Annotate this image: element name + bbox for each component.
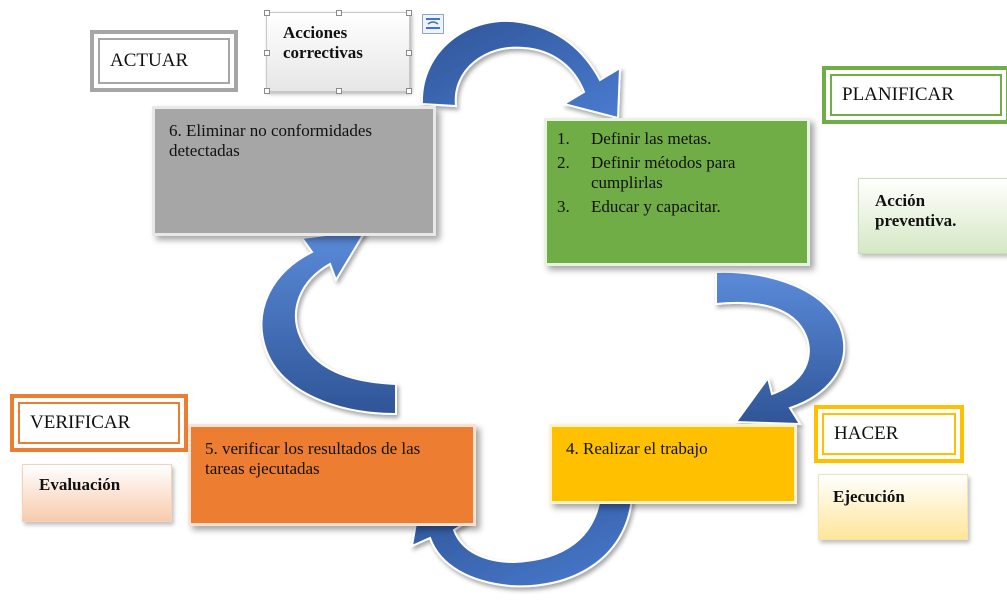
action-box-verificar-text: Evaluación <box>39 475 121 494</box>
arrow-verificar-to-actuar <box>260 228 397 416</box>
step-box-hacer: 4. Realizar el trabajo <box>549 424 797 504</box>
step-box-verificar: 5. verificar los resultados de las tarea… <box>188 424 476 526</box>
selection-handle[interactable] <box>264 50 270 56</box>
selection-handle[interactable] <box>406 10 412 16</box>
phase-label-verificar-text: VERIFICAR <box>30 412 131 433</box>
action-box-hacer-text: Ejecución <box>833 487 905 506</box>
selection-handle[interactable] <box>336 88 342 94</box>
arrow-actuar-to-planificar <box>420 19 622 120</box>
selection-handle[interactable] <box>264 10 270 16</box>
step-box-planificar: 1.Definir las metas. 2.Definir métodos p… <box>544 118 810 266</box>
action-box-hacer: Ejecución <box>818 474 968 540</box>
action-box-actuar-text: Acciones correctivas <box>283 23 363 62</box>
selection-handle[interactable] <box>406 88 412 94</box>
phase-label-actuar: ACTUAR <box>90 30 238 92</box>
list-item: 2.Definir métodos para cumplirlas <box>557 153 736 192</box>
selection-handle[interactable] <box>336 10 342 16</box>
list-item: 1.Definir las metas. <box>557 129 712 148</box>
phase-label-planificar-text: PLANIFICAR <box>842 84 954 105</box>
step-actuar-text: 6. Eliminar no conformidades detectadas <box>169 121 373 160</box>
phase-label-actuar-text: ACTUAR <box>110 50 189 71</box>
phase-label-hacer: HACER <box>814 405 964 463</box>
layout-options-icon[interactable] <box>422 14 444 34</box>
arrow-planificar-to-hacer <box>715 270 846 426</box>
action-box-verificar: Evaluación <box>22 464 172 522</box>
selection-handle[interactable] <box>264 88 270 94</box>
step-hacer-text: 4. Realizar el trabajo <box>566 439 708 458</box>
action-box-actuar[interactable]: Acciones correctivas <box>264 10 412 94</box>
phase-label-verificar: VERIFICAR <box>10 394 188 452</box>
action-box-planificar: Acción preventiva. <box>858 178 1007 254</box>
step-box-actuar: 6. Eliminar no conformidades detectadas <box>152 106 436 236</box>
action-box-planificar-text: Acción preventiva. <box>875 191 957 230</box>
selection-handle[interactable] <box>406 50 412 56</box>
phase-label-hacer-text: HACER <box>834 423 899 444</box>
list-item: 3.Educar y capacitar. <box>557 197 721 216</box>
step-verificar-text: 5. verificar los resultados de las tarea… <box>205 439 421 478</box>
phase-label-planificar: PLANIFICAR <box>822 66 1007 124</box>
planificar-list: 1.Definir las metas. 2.Definir métodos p… <box>557 129 797 217</box>
